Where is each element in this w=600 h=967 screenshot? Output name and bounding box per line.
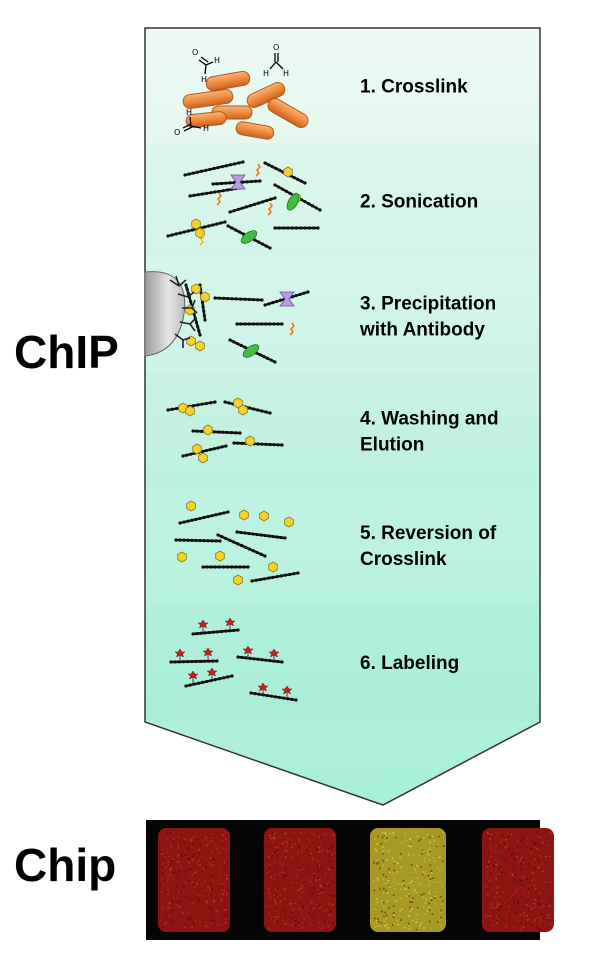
dna-fragment [169, 659, 219, 664]
dna-fragment [174, 538, 222, 543]
svg-text:O: O [273, 43, 279, 52]
formaldehyde-molecules [182, 53, 284, 132]
yellow-protein [284, 516, 294, 528]
dna-fragment [216, 533, 267, 558]
dna-fragment [213, 296, 264, 302]
chip-protocol-label: ChIP [14, 326, 119, 378]
dna-fragment [184, 674, 234, 688]
dna-fragment [273, 226, 320, 230]
yellow-protein [245, 435, 255, 447]
dna-fragment [188, 186, 242, 198]
chip-array-label: Chip [14, 839, 117, 891]
dna-fragment [236, 655, 284, 664]
svg-text:H: H [283, 69, 289, 78]
dna-fragment [178, 510, 230, 525]
yellow-protein [195, 227, 205, 239]
label-marker [187, 670, 199, 683]
yellow-protein [203, 424, 213, 436]
svg-text:O: O [174, 128, 180, 137]
peptide-fragment [216, 192, 223, 206]
green-protein [286, 193, 300, 211]
step-2-label: 2. Sonication [360, 192, 478, 213]
label-marker [206, 667, 218, 680]
label-marker [174, 648, 186, 661]
formaldehyde-atoms: O H H O H H O H H [174, 43, 289, 137]
yellow-protein [215, 550, 225, 562]
antibodies [169, 275, 198, 348]
step-1-label: 1. Crosslink [360, 77, 468, 98]
fluorescent-labels [174, 617, 293, 698]
array-panel-1 [158, 828, 230, 932]
label-marker [224, 617, 236, 630]
dna-fragment [228, 196, 277, 214]
yellow-protein [178, 402, 188, 414]
label-marker [202, 647, 214, 660]
step-5-label-line2: Crosslink [360, 549, 447, 570]
step-3-label-line2: with Antibody [359, 320, 485, 341]
dna-fragment [166, 220, 227, 238]
peptide-fragment [289, 322, 296, 336]
svg-text:H: H [263, 69, 269, 78]
yellow-protein [239, 509, 249, 521]
green-protein [242, 344, 260, 358]
step-1-illustration: O H H O H H O H H [174, 43, 309, 140]
dna-fragment [191, 628, 240, 636]
dna-fragment [235, 530, 287, 540]
yellow-protein [177, 551, 187, 563]
peptide-fragment [199, 232, 206, 246]
label-marker [242, 645, 254, 658]
step-band-5 [146, 488, 539, 602]
step-band-2 [146, 143, 539, 258]
dna-fragment [201, 565, 250, 569]
yellow-protein [259, 510, 269, 522]
svg-text:O: O [192, 48, 198, 57]
bacteria-cells [182, 70, 309, 140]
svg-text:H: H [186, 108, 192, 117]
step-3-label: 3. Precipitation [360, 294, 496, 315]
label-marker [257, 682, 269, 695]
antibody-bead [144, 271, 198, 357]
yellow-protein [192, 443, 202, 455]
yellow-protein [191, 283, 201, 295]
dna-fragment [235, 322, 284, 326]
label-marker [281, 685, 293, 698]
dna-fragment [183, 160, 245, 177]
step-4-label-line2: Elution [360, 435, 424, 456]
purple-protein [279, 291, 295, 307]
array-panel-4 [482, 828, 554, 932]
purple-protein [230, 174, 246, 190]
yellow-protein [233, 574, 243, 586]
yellow-protein [191, 218, 201, 230]
peptide-fragment [255, 163, 262, 177]
svg-text:H: H [201, 75, 207, 84]
green-protein [240, 230, 258, 244]
microarray-panels [158, 828, 554, 932]
yellow-protein [195, 340, 205, 352]
svg-text:H: H [203, 124, 209, 133]
step-5-label: 5. Reversion of [360, 523, 497, 544]
array-panel-2 [264, 828, 336, 932]
yellow-protein [283, 166, 293, 178]
yellow-protein [200, 291, 210, 303]
yellow-protein [233, 397, 243, 409]
svg-text:H: H [214, 56, 220, 65]
arrow-shape [144, 27, 541, 806]
yellow-protein [268, 561, 278, 573]
array-panel-3 [370, 828, 446, 932]
step-labels: 1. Crosslink 2. Sonication 3. Precipitatio… [359, 77, 499, 675]
yellow-protein [198, 452, 208, 464]
yellow-protein [238, 404, 248, 416]
yellow-protein [185, 405, 195, 417]
yellow-protein [186, 335, 196, 347]
label-marker [268, 648, 280, 661]
dna-fragment [250, 571, 300, 583]
peptide-fragment [267, 202, 274, 216]
step-4-label: 4. Washing and [360, 409, 499, 430]
step-6-label: 6. Labeling [360, 653, 459, 674]
label-marker [197, 619, 209, 632]
yellow-protein [186, 500, 196, 512]
